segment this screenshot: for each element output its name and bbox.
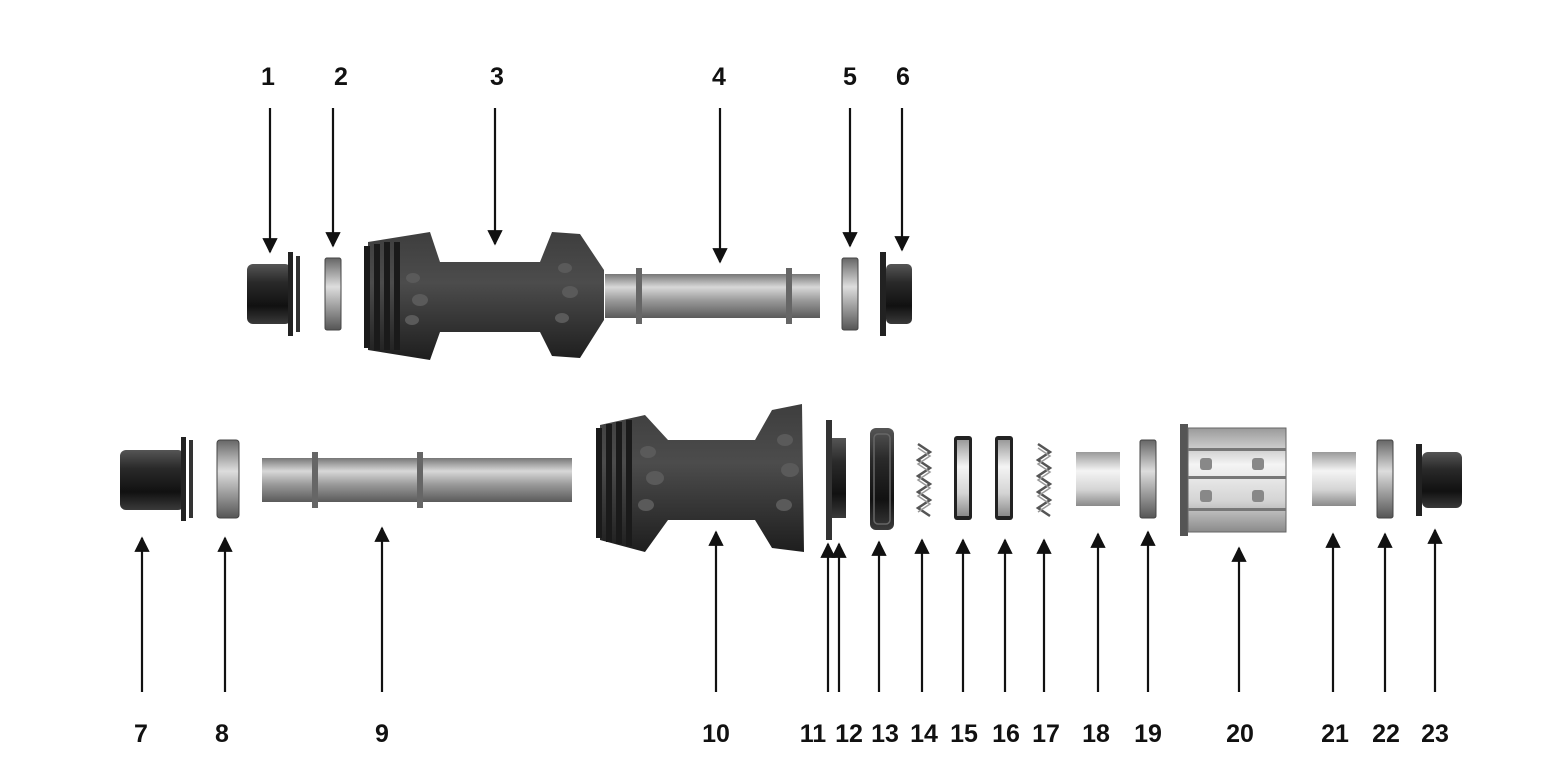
callout-label-7: 7 (134, 720, 148, 748)
callout-label-2: 2 (334, 63, 348, 91)
part-13-ratchet-ring (870, 428, 894, 530)
part-11-spacer-disc (826, 420, 832, 540)
part-12-washer (832, 438, 846, 518)
callout-label-14: 14 (910, 720, 938, 748)
callout-label-19: 19 (1134, 720, 1162, 748)
callout-label-22: 22 (1372, 720, 1400, 748)
callout-label-3: 3 (490, 63, 504, 91)
callout-label-21: 21 (1321, 720, 1349, 748)
part-16-ratchet (995, 436, 1013, 520)
part-10-hub-shell (596, 404, 804, 552)
part-22-bearing (1376, 439, 1394, 519)
part-21-sleeve (1312, 452, 1356, 506)
part-20-freehub-body (1180, 424, 1287, 536)
callout-label-4: 4 (712, 63, 726, 91)
part-15-ratchet (954, 436, 972, 520)
part-18-sleeve (1076, 452, 1120, 506)
part-17-spring (1035, 442, 1053, 518)
part-5-bearing (841, 257, 859, 331)
callout-label-5: 5 (843, 63, 857, 91)
callout-label-1: 1 (261, 63, 275, 91)
part-3-hub-shell (364, 232, 604, 360)
callout-labels-bottom: 7 8 9 10 11 12 13 14 15 16 17 18 19 20 2… (134, 720, 1449, 748)
part-23-end-cap (1416, 444, 1462, 516)
callout-label-8: 8 (215, 720, 229, 748)
callout-label-15: 15 (950, 720, 978, 748)
callout-arrows (134, 108, 1443, 692)
callout-label-9: 9 (375, 720, 389, 748)
callout-label-20: 20 (1226, 720, 1254, 748)
callout-label-13: 13 (871, 720, 899, 748)
part-4-axle (605, 268, 820, 324)
part-6-end-cap (880, 252, 912, 336)
part-7-end-cap (120, 437, 193, 521)
part-1-end-cap (247, 252, 300, 336)
part-2-bearing (324, 257, 342, 331)
part-19-bearing (1139, 439, 1157, 519)
callout-label-11: 11 (800, 720, 827, 748)
callout-label-6: 6 (896, 63, 910, 91)
callout-label-10: 10 (702, 720, 730, 748)
part-14-spring (915, 442, 933, 518)
callout-label-12: 12 (835, 720, 863, 748)
callout-label-17: 17 (1032, 720, 1060, 748)
callout-label-23: 23 (1421, 720, 1449, 748)
callout-labels-top: 1 2 3 4 5 6 (261, 63, 910, 91)
callout-label-18: 18 (1082, 720, 1110, 748)
part-8-bearing (216, 439, 240, 519)
callout-label-16: 16 (992, 720, 1020, 748)
part-9-axle (262, 452, 572, 508)
